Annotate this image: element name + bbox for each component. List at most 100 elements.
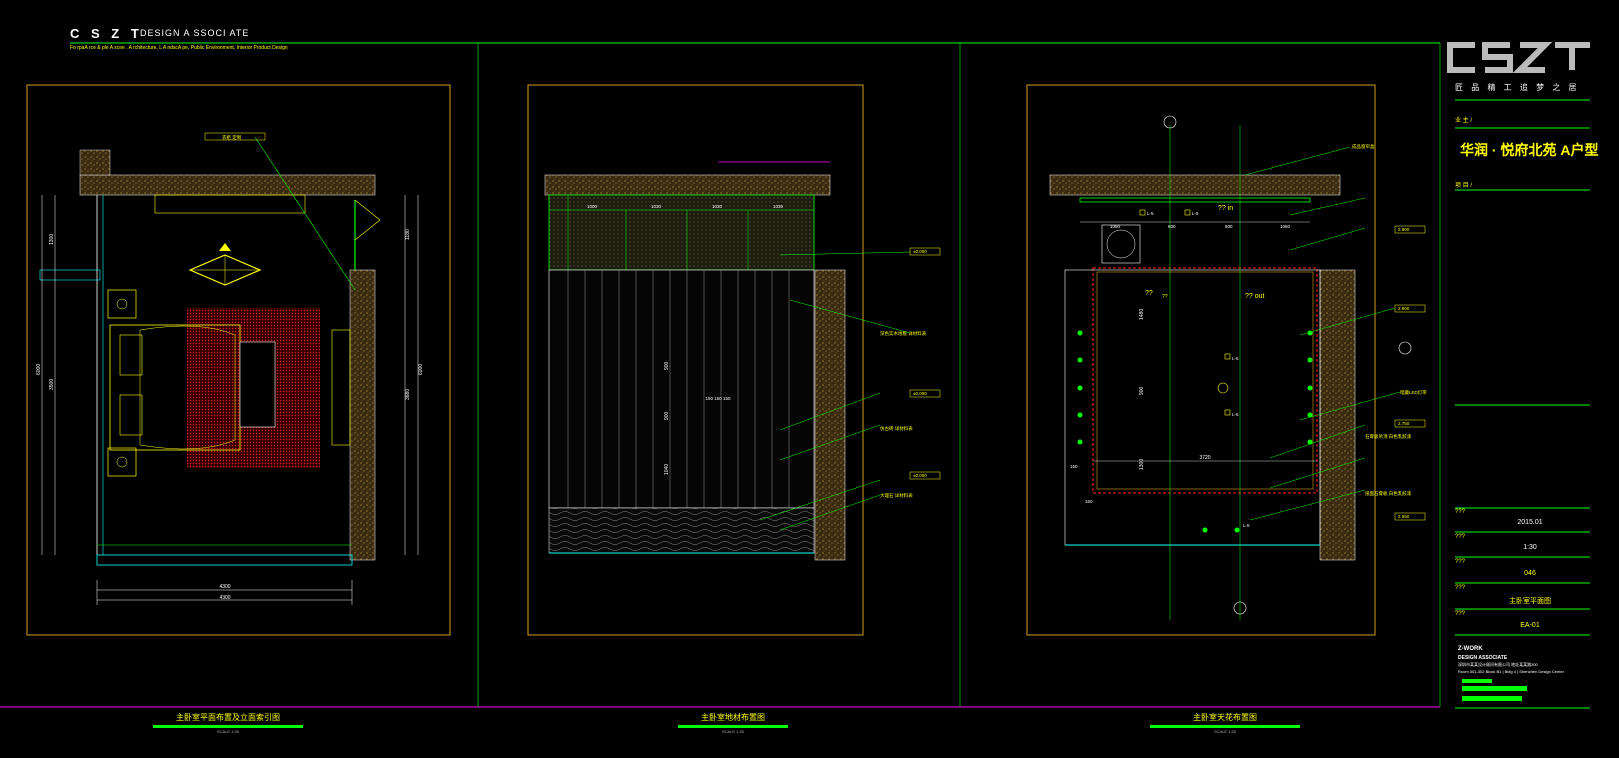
plan-dim-left-2: 3500 (49, 379, 55, 390)
ceil-light-1: L-5 (1147, 211, 1154, 216)
floor-dim-4: 1030 (773, 204, 784, 209)
plan-nightstand-1 (107, 289, 137, 319)
floor-boards (548, 269, 815, 509)
plan-dim-right-total: 6000 (418, 364, 424, 375)
floor-level-1: ±0.000 (913, 249, 927, 254)
ceiling-recess (1092, 267, 1318, 494)
plan-dim-left-total: 6000 (36, 364, 42, 375)
ceil-h-1: 1480 (1139, 309, 1145, 320)
ceil-level-3: 2.900 (1398, 306, 1410, 311)
frame-plan (26, 84, 451, 636)
tb-bar-2 (1462, 696, 1522, 701)
floor-mid-dim-3: 1040 (664, 464, 670, 475)
plan-dim-w2: 4300 (219, 595, 230, 601)
ceil-light-3: L-6 (1232, 356, 1239, 361)
plan-dresser (331, 329, 351, 446)
tb-firm-line1: 深圳市某某设计顾问有限公司 地址某某路300 (1458, 662, 1538, 667)
tb-code-label: ??? (1455, 611, 1466, 617)
floor-drawing: 1000 1030 1030 1030 900 900 1040 150 150… (544, 161, 941, 561)
tb-name-label: ??? (1455, 585, 1466, 591)
ceil-level-1: 2.900 (1398, 227, 1410, 232)
floor-level-2: ±0.000 (913, 391, 927, 396)
tb-firm-sub: DESIGN ASSOCIATE (1458, 655, 1508, 661)
ceil-in-label: ?? in (1218, 205, 1233, 212)
cszt-logo (1445, 40, 1595, 75)
floor-note-3: 大理石 详材料表 (880, 492, 913, 499)
tb-bar-3 (1462, 679, 1492, 683)
ceil-dim-4: 1060 (1280, 224, 1291, 229)
plan-dim-w1: 4300 (219, 584, 230, 590)
plan-drawing: 衣柜 定制 4300 4300 6000 1300 3500 6000 1180… (36, 132, 424, 605)
brand-subline: Fo rpaA rce & ple A scee . A rchitecture… (70, 45, 288, 51)
floor-tile-zone (548, 507, 815, 554)
tb-project-name: 华润 · 悦府北苑 A户型 (1460, 142, 1599, 158)
ceiling-drawing: 1060 600 600 1060 1480 900 1300 3720 150… (1049, 115, 1427, 620)
tb-sheet-label: ??? (1455, 559, 1466, 565)
tb-code: EA-01 (1520, 622, 1540, 629)
plan-top-wall (79, 174, 376, 196)
ceil-dim-1: 1060 (1110, 224, 1121, 229)
tb-firm-line2: Room 301-302 Block B1 | Bldg 4 | Shenzhe… (1458, 669, 1564, 674)
ceil-note-1: 成品窗帘盒 (1352, 143, 1375, 150)
ceil-small-2: 150 (1085, 499, 1093, 504)
tb-scale: 1:30 (1523, 544, 1537, 551)
ceil-qq-3: ?? out (1245, 293, 1265, 300)
plan-dim-right-2: 3680 (405, 389, 411, 400)
tb-date: 2015.01 (1517, 519, 1543, 526)
floor-mid-dim-1: 900 (664, 361, 670, 370)
ceil-note-3: 石膏板吊顶 白色乳胶漆 (1365, 433, 1412, 440)
plan-bench (239, 341, 276, 428)
plan-nightstand-2 (107, 447, 137, 477)
ceil-light-2: L-5 (1192, 211, 1199, 216)
frame-ceiling (1026, 84, 1376, 636)
tb-project-label: 项 目 / (1455, 183, 1473, 189)
plan-window (96, 554, 353, 566)
ceil-note-4: 纸面石膏板 白色乳胶漆 (1365, 490, 1412, 497)
title-block (1439, 43, 1590, 709)
ceil-level-4: 2.550 (1398, 514, 1410, 519)
ceil-small-1: 150 (1070, 464, 1078, 469)
plan-dim-left-1: 1300 (49, 234, 55, 245)
plan-dim-right-1: 1180 (405, 229, 411, 240)
ceil-h-2: 900 (1139, 386, 1145, 395)
floor-level-3: ±0.000 (913, 473, 927, 478)
floor-row-dims: 150 150 150 (705, 396, 731, 401)
ceil-dim-2: 600 (1168, 224, 1176, 229)
drawing-title-floor: 主卧室地材布置图 (701, 713, 765, 722)
floor-mid-dim-2: 900 (664, 411, 670, 420)
ceil-qq-1: ?? (1145, 290, 1153, 297)
ceil-light-4: L-6 (1232, 412, 1239, 417)
cszt-logo-icon (1447, 42, 1590, 73)
brand-logo-text: C S Z T (70, 26, 143, 41)
tb-client-label: 业 主 / (1455, 118, 1473, 124)
tb-bar-1 (1462, 686, 1527, 691)
frame-floor (527, 84, 864, 636)
ceil-note-led: 暗藏LED灯带 (1400, 389, 1427, 396)
ceil-dim-3: 600 (1225, 224, 1233, 229)
brand-tagline: DESIGN A SSOCI ATE (140, 28, 250, 38)
drawing-scale-ceiling: SCALE 1:30 (1213, 729, 1236, 734)
drawing-title-ceiling: 主卧室天花布置图 (1193, 713, 1257, 722)
ceil-level-2: 2.750 (1398, 421, 1410, 426)
title-underline-3 (1150, 725, 1300, 728)
title-underline-2 (678, 725, 788, 728)
plan-right-wall (349, 269, 376, 561)
ceil-h-3: 1300 (1139, 459, 1145, 470)
tb-sheet: 046 (1524, 570, 1536, 577)
drawing-title-plan: 主卧室平面布置及立面索引图 (176, 713, 280, 722)
tb-firm: Z-WORK (1458, 646, 1483, 652)
title-underline-1 (153, 725, 303, 728)
ceil-light-5: L-6 (1243, 523, 1250, 528)
drawing-scale-plan: SCALE 1:30 (216, 729, 239, 734)
ceiling-ac-unit (1101, 224, 1141, 264)
drawing-scale-floor: SCALE 1:30 (721, 729, 744, 734)
floor-note-2: 深色实木地板 详材料表 (880, 330, 927, 337)
plan-wardrobe (154, 194, 306, 214)
tb-slogan: 匠 品 精 工 追 梦 之 居 (1455, 83, 1580, 92)
floor-dim-3: 1030 (712, 204, 723, 209)
floor-note-1: 仿古砖 详材料表 (880, 425, 913, 432)
tb-date-label: ??? (1455, 509, 1466, 515)
tb-name: 主卧室平面图 (1509, 598, 1551, 605)
tb-scale-label: ??? (1455, 534, 1466, 540)
